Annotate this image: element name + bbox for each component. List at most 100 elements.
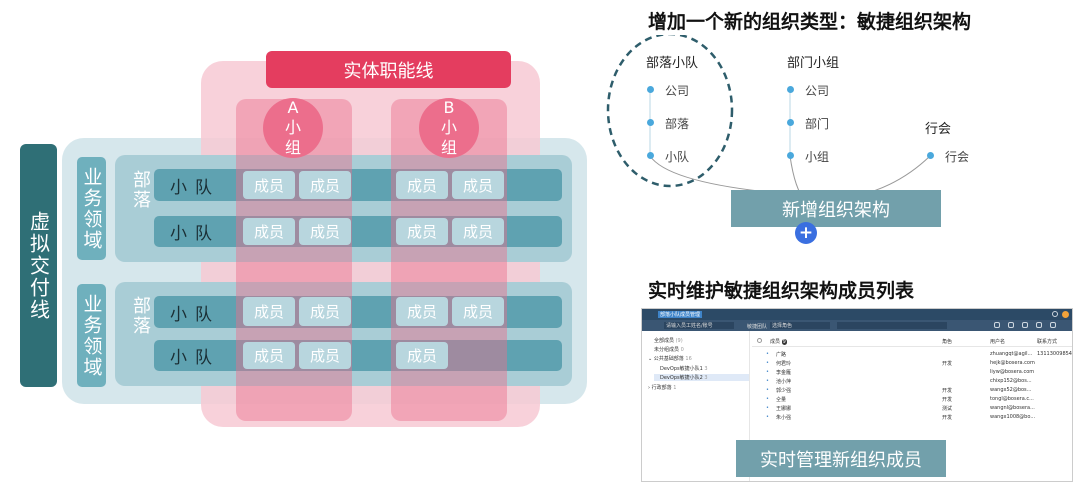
user-avatar-icon[interactable] — [1062, 311, 1069, 318]
member-chip: 成员 — [396, 297, 448, 326]
role-filter-input[interactable]: 选择角色 — [770, 322, 830, 329]
row-username: wangx52@bos... — [990, 387, 1032, 393]
add-plus-icon[interactable]: + — [795, 222, 817, 244]
tree-item[interactable]: 全部成员 (9) — [654, 337, 683, 344]
department-label: 部落 — [130, 170, 151, 210]
table-row[interactable]: • 李金雁 liyw@bosera.com — [752, 368, 1072, 377]
business-domain-label: 业务领域 — [77, 157, 106, 260]
dashed-highlight-ring — [606, 35, 734, 188]
col-tribe-squad-head: 部落小队 — [646, 56, 699, 71]
table-row[interactable]: • 何君玲 开发 hejk@bosera.com — [752, 359, 1072, 368]
member-chip: 成员 — [243, 171, 295, 199]
team-label: 小队 — [170, 304, 220, 325]
filter-label: 敏捷团队 — [747, 324, 768, 330]
row-username: liyw@bosera.com — [990, 369, 1035, 375]
col-header-member: 成员 9 — [770, 338, 787, 345]
table-row[interactable]: • 王娜娜 测试 wangnl@bosera... — [752, 404, 1072, 413]
org-node: 小组 — [805, 150, 830, 164]
virtual-delivery-line-label: 虚拟交付线 — [20, 144, 57, 387]
department-label: 部落 — [130, 296, 151, 336]
member-chip: 成员 — [396, 171, 448, 199]
org-node-dot — [927, 152, 934, 159]
row-username: tongl@bosera.c... — [990, 396, 1034, 402]
business-domain-label: 业务领域 — [77, 284, 106, 387]
member-chip: 成员 — [243, 297, 295, 326]
export-icon[interactable] — [1022, 322, 1028, 328]
table-row[interactable]: • 仝量 开发 tongl@bosera.c... — [752, 395, 1072, 404]
table-row[interactable]: • 广路 zhuangqt@agil... 13113009854 — [752, 350, 1072, 359]
expand-icon[interactable] — [1008, 322, 1014, 328]
col-header-member-text: 成员 — [770, 339, 781, 345]
table-row[interactable]: • 郭少强 开发 wangx52@bos... — [752, 386, 1072, 395]
new-org-structure-button[interactable]: 新增组织架构 — [731, 190, 941, 227]
table-row[interactable]: • 朱小强 开发 wangx1008@bo... — [752, 413, 1072, 422]
member-chip: 成员 — [452, 171, 504, 199]
team-label: 小队 — [170, 224, 220, 244]
row-bullet: • — [766, 369, 769, 375]
member-count-badge: 9 — [781, 339, 787, 345]
member-chip: 成员 — [243, 218, 295, 245]
tree-item-label: DevOps敏捷小队2 — [660, 375, 703, 381]
row-username: zhuangqt@agil... — [990, 351, 1033, 357]
entity-function-line-label: 实体职能线 — [266, 51, 511, 88]
gear-icon[interactable] — [1050, 322, 1056, 328]
tree-item[interactable]: ⌄ 公共基础部落 16 — [648, 356, 692, 362]
refresh-icon[interactable] — [994, 322, 1000, 328]
group-b-label: B 小 组 — [419, 98, 479, 158]
org-node-dot — [787, 119, 794, 126]
tree-item-selected[interactable]: DevOps敏捷小队2 3 — [654, 374, 749, 381]
row-bullet: • — [766, 360, 769, 366]
member-chip: 成员 — [243, 342, 295, 369]
table-header: 成员 9 角色 用户名 联系方式 — [752, 335, 1072, 347]
team-label: 小队 — [170, 177, 220, 198]
toolbar: 请输入员工姓名/账号 敏捷团队 选择角色 — [642, 320, 1072, 331]
row-bullet: • — [766, 351, 769, 357]
member-chip: 成员 — [396, 218, 448, 245]
col-guild-head: 行会 — [925, 122, 952, 137]
tree-item-label: 公共基础部落 — [653, 356, 684, 362]
tree-item-count: 3 — [704, 366, 708, 372]
row-bullet: • — [766, 405, 769, 411]
search-field-extra[interactable] — [837, 322, 947, 329]
row-role: 开发 — [942, 397, 953, 403]
list-icon[interactable] — [1036, 322, 1042, 328]
member-chip: 成员 — [452, 218, 504, 245]
row-name: 郭少强 — [776, 388, 792, 394]
col-header-username: 用户名 — [990, 339, 1006, 345]
member-list-title: 实时维护敏捷组织架构成员列表 — [648, 280, 915, 302]
tree-item-count: 16 — [685, 356, 692, 362]
settings-icon[interactable] — [1052, 311, 1058, 317]
row-username: hejk@bosera.com — [990, 360, 1035, 366]
tree-item-label: DevOps敏捷小队1 — [660, 366, 703, 372]
member-chip: 成员 — [452, 297, 504, 326]
col-header-role: 角色 — [942, 339, 953, 345]
row-bullet: • — [766, 378, 769, 384]
row-name: 仝量 — [776, 397, 787, 403]
row-bullet: • — [766, 396, 769, 402]
tab-member-management[interactable]: 部落小队成员管理 — [658, 311, 702, 318]
row-role: 测试 — [942, 406, 953, 412]
search-input[interactable]: 请输入员工姓名/账号 — [664, 322, 734, 329]
row-bullet: • — [766, 414, 769, 420]
org-node: 公司 — [805, 84, 830, 98]
row-username: chixp152@bos... — [990, 378, 1032, 384]
org-tree: 全部成员 (9) 未分组成员 0 ⌄ 公共基础部落 16 DevOps敏捷小队1… — [642, 331, 750, 481]
tree-item[interactable]: › 行政部落 1 — [648, 385, 677, 391]
table-row[interactable]: • 池小萍 chixp152@bos... — [752, 377, 1072, 386]
member-chip: 成员 — [299, 297, 351, 326]
member-chip: 成员 — [396, 342, 448, 369]
tree-item-label: 未分组成员 — [654, 347, 680, 353]
org-node-dot — [647, 86, 654, 93]
select-all-checkbox[interactable] — [757, 338, 762, 343]
app-topbar: 部落小队成员管理 — [642, 309, 1072, 320]
col-header-contact: 联系方式 — [1037, 339, 1058, 345]
tree-item[interactable]: 未分组成员 0 — [654, 346, 684, 353]
row-role: 开发 — [942, 388, 953, 394]
org-node: 部落 — [665, 117, 690, 131]
org-node-dot — [787, 152, 794, 159]
tree-item[interactable]: DevOps敏捷小队1 3 — [660, 365, 708, 372]
manage-new-members-button[interactable]: 实时管理新组织成员 — [736, 440, 946, 477]
tree-item-count: 3 — [704, 375, 708, 381]
tree-item-count: 0 — [680, 347, 684, 353]
tree-item-label: 行政部落 — [651, 385, 672, 391]
